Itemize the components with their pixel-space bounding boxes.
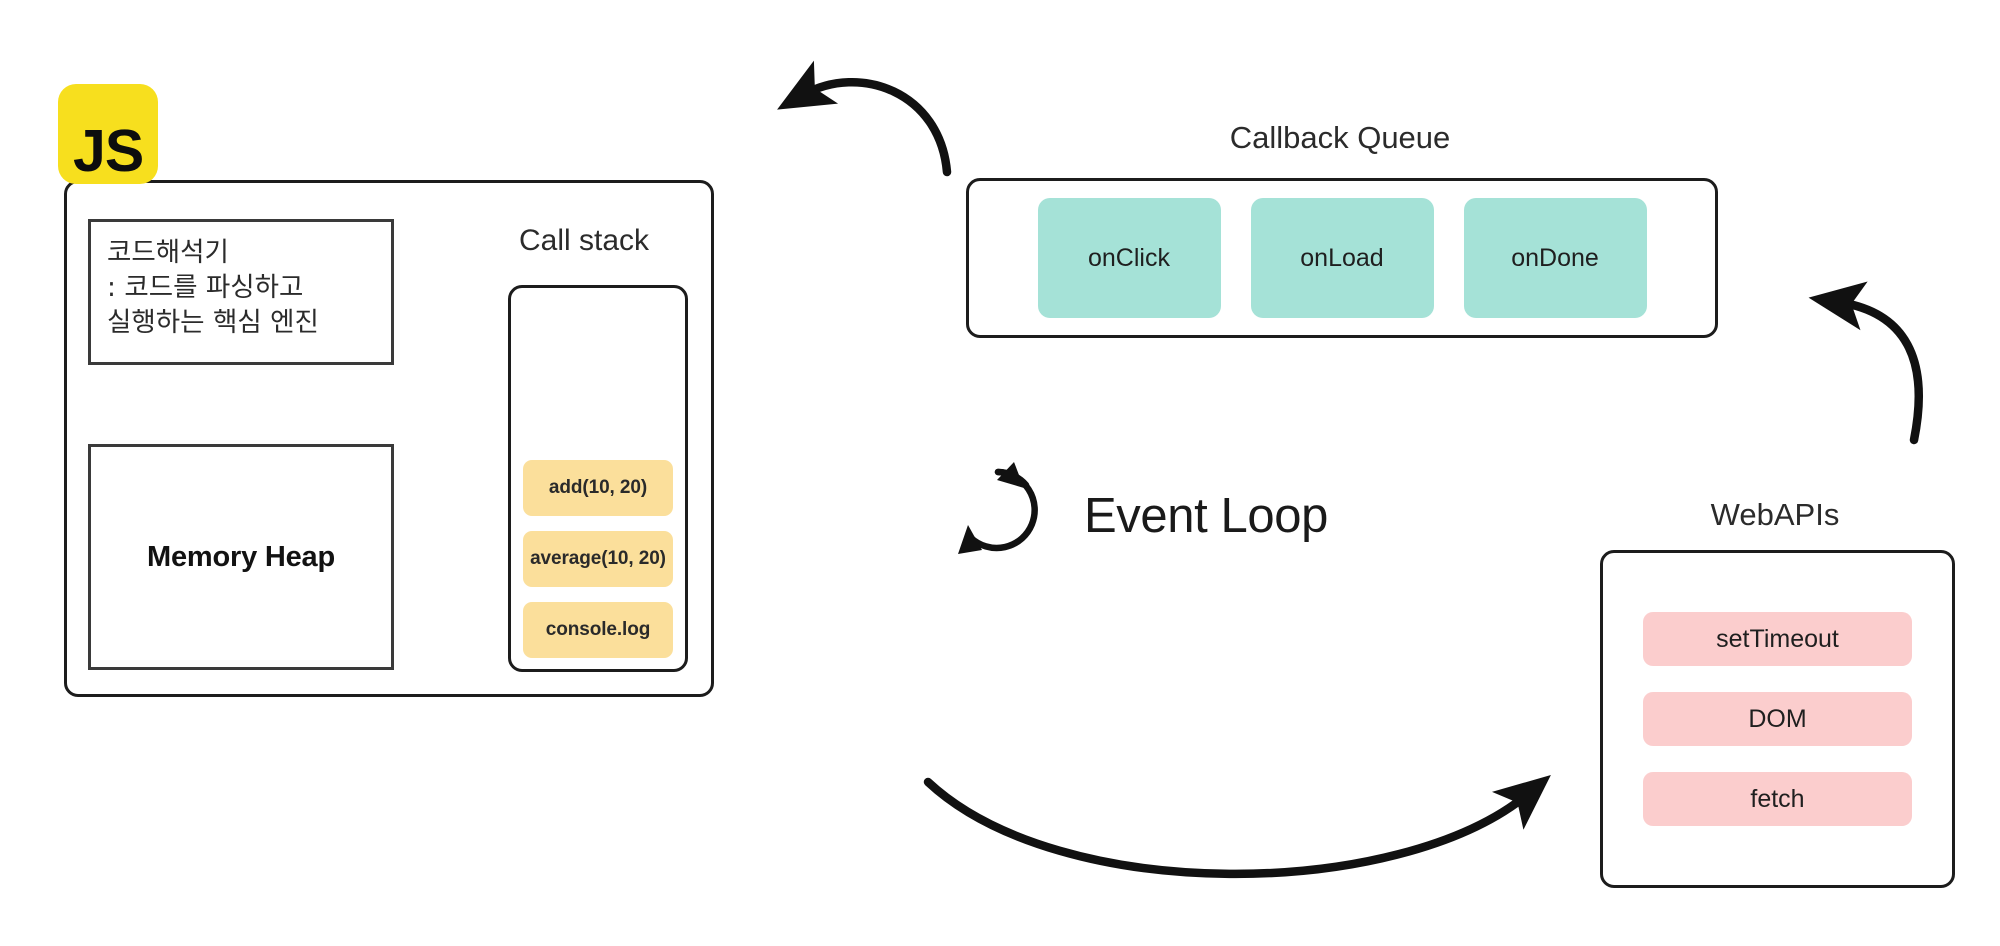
interpreter-line-1: 코드해석기 bbox=[107, 237, 229, 268]
webapi-item[interactable]: DOM bbox=[1643, 692, 1912, 746]
call-stack-frame[interactable]: console.log bbox=[523, 602, 673, 658]
interpreter-line-2: : 코드를 파싱하고 bbox=[107, 271, 304, 303]
call-stack-title: Call stack bbox=[518, 224, 650, 257]
engine-to-webapis-arrow bbox=[923, 775, 1551, 879]
memory-heap-box: Memory Heap bbox=[88, 444, 394, 670]
circular-arrows-icon bbox=[958, 462, 1038, 554]
call-stack-frame[interactable]: add(10, 20) bbox=[523, 460, 673, 516]
callback-queue-title: Callback Queue bbox=[1229, 120, 1451, 155]
webapi-item[interactable]: setTimeout bbox=[1643, 612, 1912, 666]
callback-queue-item[interactable]: onDone bbox=[1463, 198, 1647, 318]
call-stack-box: add(10, 20) average(10, 20) console.log bbox=[508, 285, 688, 672]
event-loop-group: Event Loop bbox=[952, 462, 1328, 570]
callback-queue-item[interactable]: onLoad bbox=[1250, 198, 1434, 318]
memory-heap-label: Memory Heap bbox=[147, 540, 335, 573]
js-logo-label: JS bbox=[73, 117, 144, 184]
callback-queue-to-engine-arrow bbox=[777, 60, 952, 177]
code-interpreter-box: 코드해석기 : 코드를 파싱하고 실행하는 핵심 엔진 bbox=[88, 219, 394, 365]
event-loop-label: Event Loop bbox=[1084, 489, 1328, 543]
call-stack-frame-list: add(10, 20) average(10, 20) console.log bbox=[511, 460, 685, 658]
webapis-title: WebAPIs bbox=[1710, 497, 1840, 532]
js-logo-badge: JS bbox=[58, 84, 158, 184]
interpreter-line-3: 실행하는 핵심 엔진 bbox=[107, 306, 319, 338]
webapis-box: setTimeout DOM fetch bbox=[1600, 550, 1955, 888]
webapi-item[interactable]: fetch bbox=[1643, 772, 1912, 826]
call-stack-frame[interactable]: average(10, 20) bbox=[523, 531, 673, 587]
webapis-to-callback-queue-arrow bbox=[1808, 281, 1924, 445]
callback-queue-item[interactable]: onClick bbox=[1037, 198, 1221, 318]
callback-queue-box: onClick onLoad onDone bbox=[966, 178, 1718, 338]
